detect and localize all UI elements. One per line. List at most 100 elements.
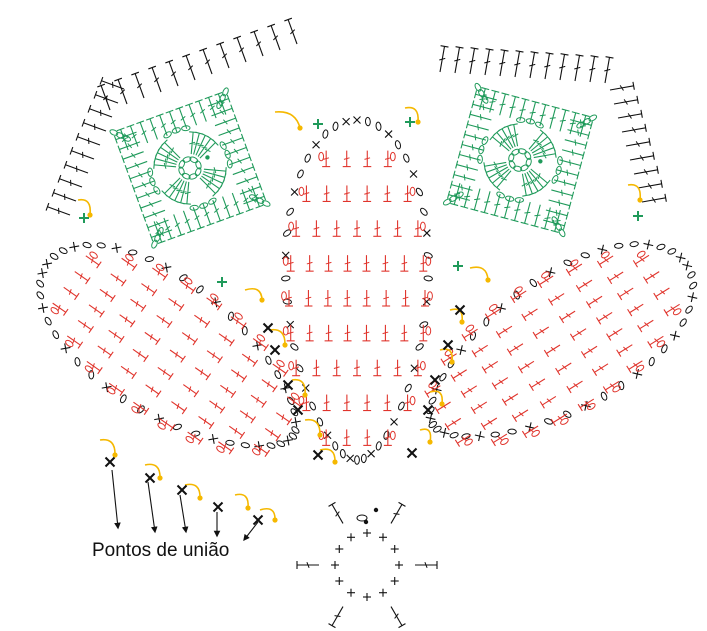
dc-stitch (491, 377, 509, 390)
dc-stitch (87, 104, 113, 118)
dc-stitch (292, 220, 301, 237)
chain-stitch (465, 324, 475, 332)
dc-stitch (510, 199, 521, 223)
chain-stitch (288, 361, 295, 371)
dc-stitch (97, 83, 111, 111)
join-connector (234, 493, 249, 509)
dc-stitch (81, 118, 107, 132)
chain-stitch (449, 432, 459, 439)
join-connector (77, 198, 92, 216)
chain-stitch (541, 271, 550, 279)
dc-stitch (415, 561, 438, 569)
chain-stitch (656, 243, 666, 251)
dc-stitch (589, 55, 599, 83)
dc-stitch (175, 106, 188, 129)
chain-stitch (298, 395, 305, 406)
dc-stitch (565, 263, 583, 277)
chain-stitch (65, 339, 74, 348)
dc-stitch (198, 415, 215, 430)
join-dot (427, 439, 433, 445)
chain-stitch (656, 340, 666, 348)
dc-stitch (519, 97, 530, 121)
dc-stitch (373, 359, 382, 377)
chain-stitch (423, 252, 433, 259)
dc-stitch (521, 425, 539, 439)
dc-stitch (506, 343, 524, 356)
chain-stitch (74, 357, 81, 367)
chain-stitch (288, 432, 298, 440)
dc-stitch (363, 150, 372, 168)
join-arrow (243, 521, 259, 542)
chain-stitch (119, 394, 127, 404)
chain-stitch (419, 221, 426, 231)
chain-stitch (322, 129, 329, 139)
chain-stitch (109, 129, 119, 136)
chain-stitch (419, 321, 429, 328)
chain-stitch (210, 293, 219, 301)
join-connector (184, 483, 201, 499)
chain-stitch (297, 169, 304, 179)
chain-stitch (356, 514, 368, 522)
dc-stitch (305, 324, 314, 342)
dc-stitch (199, 139, 219, 159)
slip-stitch (331, 561, 339, 569)
dc-stitch (627, 303, 644, 317)
dc-stitch (457, 150, 481, 161)
dc-stitch (199, 47, 213, 75)
chain-stitch (687, 271, 696, 279)
chain-stitch (182, 156, 192, 163)
dc-stitch (155, 113, 168, 137)
chain-stitch (290, 343, 299, 351)
dc-stitch (510, 290, 527, 304)
green-square-left (109, 87, 271, 249)
dc-stitch (452, 170, 476, 181)
dc-stitch (419, 324, 428, 342)
dc-stitch (382, 290, 391, 307)
dc-stitch (332, 220, 341, 237)
dc-stitch (305, 255, 314, 272)
single-crochet (425, 413, 436, 424)
dc-stitch (499, 49, 509, 77)
dc-stitch (236, 172, 259, 185)
dc-stitch (550, 210, 561, 233)
dc-stitch (131, 71, 145, 99)
slip-stitch (335, 577, 344, 585)
dc-stitch (239, 410, 256, 424)
dc-stitch (110, 273, 127, 287)
chain-stitch (157, 422, 166, 430)
single-crochet (290, 188, 299, 196)
dc-stitch (484, 308, 502, 321)
dc-stitch (93, 90, 119, 104)
join-dot (87, 212, 93, 218)
chain-stitch (383, 430, 390, 440)
dc-stitch (343, 255, 352, 272)
chain-stitch (282, 298, 292, 305)
chain-stitch (282, 256, 289, 266)
dc-stitch (194, 99, 207, 122)
dc-stitch (484, 48, 494, 76)
chain-stitch (316, 417, 324, 427)
dc-stitch (353, 220, 361, 237)
dc-stitch (596, 255, 614, 269)
chain-stitch (667, 248, 677, 255)
single-crochet (283, 435, 294, 446)
chain-stitch (614, 242, 624, 249)
join-connector (404, 106, 419, 123)
chain-stitch (288, 221, 295, 231)
chain-stitch (188, 173, 198, 180)
single-crochet (111, 242, 122, 253)
dc-stitch (470, 401, 488, 415)
dc-stitch (529, 51, 539, 79)
join-dot (259, 297, 265, 303)
dc-stitch (141, 283, 158, 297)
slip-stitch (363, 593, 371, 601)
dc-stitch (209, 400, 226, 414)
slip-stitch (633, 211, 643, 221)
join-connector (304, 418, 321, 436)
dc-stitch (520, 201, 531, 225)
dc-stitch (413, 359, 422, 377)
chain-stitch (600, 391, 608, 401)
chain-stitch (679, 318, 687, 327)
dc-stitch (559, 159, 583, 170)
single-crochet (687, 292, 698, 303)
